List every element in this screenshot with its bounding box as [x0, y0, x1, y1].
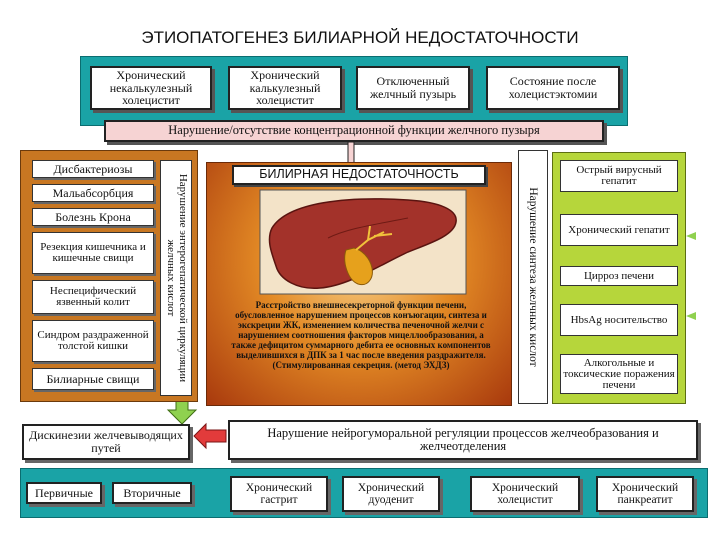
dyskinesia-box: Дискинезии желчевыводящих путей: [22, 424, 190, 460]
liver-illustration: [259, 189, 467, 295]
left-vertical-label: Нарушение энтерогепатической циркуляции …: [165, 173, 189, 383]
disease-chronic-gastritis: Хронический гастрит: [230, 476, 328, 512]
disease-chronic-cholecystitis: Хронический холецистит: [470, 476, 580, 512]
disease-chronic-pancreatitis: Хронический панкреатит: [596, 476, 694, 512]
left-cause-colitis: Неспецифический язвенный колит: [32, 280, 154, 314]
left-cause-resection: Резекция кишечника и кишечные свищи: [32, 232, 154, 274]
pink-connector: [347, 141, 355, 165]
left-cause-malabsorption: Мальабсорбция: [32, 184, 154, 202]
right-cause-alcohol: Алкогольные и токсические поражения пече…: [560, 354, 678, 394]
left-vertical-box: [160, 160, 192, 396]
gallbladder-shape: [344, 247, 373, 286]
right-vertical-label: Нарушение синтеза желчных кислот: [527, 187, 540, 367]
cause-noncalculous-cholecystitis: Хронический некалькулезный холецистит: [90, 66, 212, 110]
right-vertical-box: [518, 150, 548, 404]
left-cause-biliary-fistulas: Билиарные свищи: [32, 368, 154, 390]
left-cause-crohn: Болезнь Крона: [32, 208, 154, 226]
right-cause-cirrhosis: Цирроз печени: [560, 266, 678, 286]
arrow-right-2: [686, 312, 696, 320]
center-title: БИЛИРНАЯ НЕДОСТАТОЧНОСТЬ: [232, 165, 486, 185]
cause-disabled-gallbladder: Отключенный желчный пузырь: [356, 66, 470, 110]
dyskinesia-primary: Первичные: [26, 482, 102, 504]
right-cause-chronic-hepatitis: Хронический гепатит: [560, 214, 678, 246]
page-title: ЭТИОПАТОГЕНЕЗ БИЛИАРНОЙ НЕДОСТАТОЧНОСТИ: [141, 28, 579, 47]
left-cause-dysbacteriosis: Дисбактериозы: [32, 160, 154, 178]
red-left-arrow-center: [193, 422, 227, 450]
left-cause-ibs: Синдром раздраженной толстой кишки: [32, 320, 154, 362]
right-cause-acute-hepatitis: Острый вирусный гепатит: [560, 160, 678, 192]
neurohumoral-box: Нарушение нейрогуморальной регуляции про…: [228, 420, 698, 460]
disease-chronic-duodenitis: Хронический дуоденит: [342, 476, 440, 512]
cause-post-cholecystectomy: Состояние после холецистэктомии: [486, 66, 620, 110]
arrow-right-1: [686, 232, 696, 240]
right-cause-hbsag: HbsAg носительство: [560, 304, 678, 336]
cause-calculous-cholecystitis: Хронический калькулезный холецистит: [228, 66, 342, 110]
bile-ducts: [355, 225, 393, 251]
center-description: Расстройство внешнесекреторной функции п…: [231, 300, 491, 371]
dyskinesia-secondary: Вторичные: [112, 482, 192, 504]
gallbladder-dysfunction-bar: Нарушение/отсутствие концентрационной фу…: [104, 120, 604, 142]
